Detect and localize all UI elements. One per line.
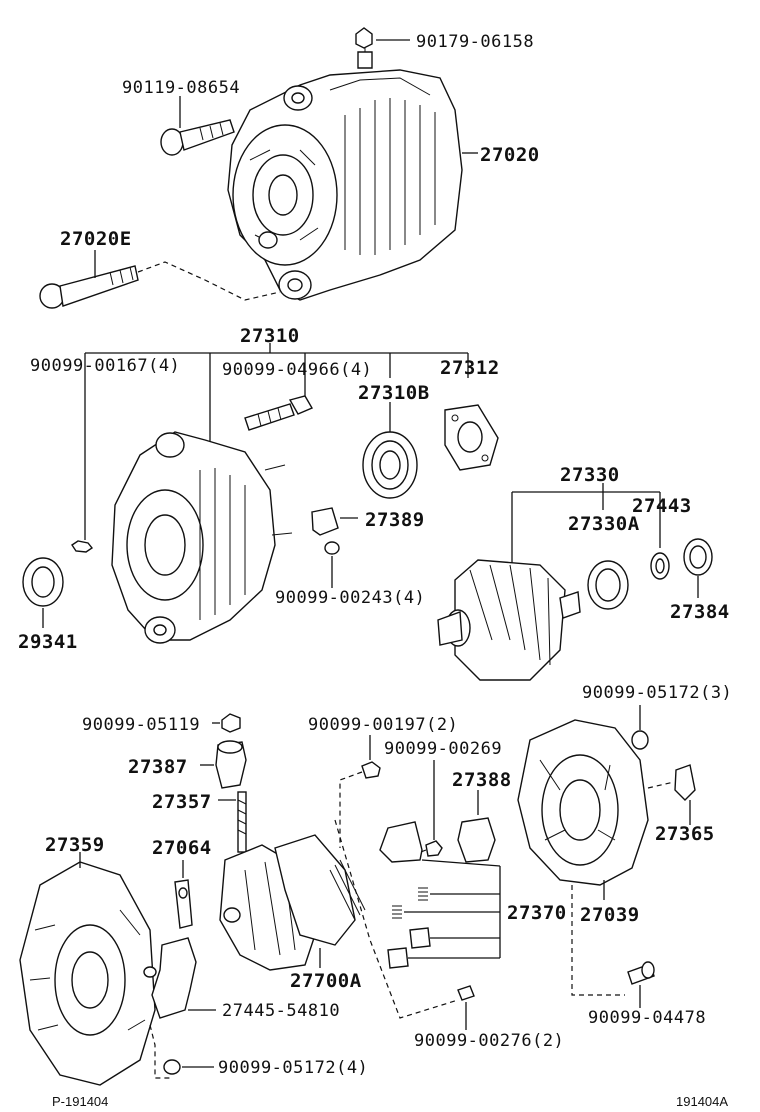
footer-right-reference: 191404A [676,1094,728,1109]
label-27020E: 27020E [60,228,132,250]
label-90099-00276: 90099-00276(2) [414,1031,564,1051]
label-27370: 27370 [507,902,567,924]
screw-90099-00243-drawing [324,541,340,588]
rotor-27330-drawing [437,559,581,681]
label-27039: 27039 [580,904,640,926]
label-27389: 27389 [365,509,425,531]
label-90099-05119: 90099-05119 [82,715,200,735]
ring-27443-drawing [650,552,670,580]
label-29341: 29341 [18,631,78,653]
screw-90099-04478-drawing [571,885,655,1008]
through-bolt-27020E-drawing [39,250,281,309]
label-27388: 27388 [452,769,512,791]
label-90119-08654: 90119-08654 [122,78,240,98]
label-90099-00167: 90099-00167(4) [30,356,180,376]
bearing-27330A-drawing [587,560,629,610]
rear-frame-27039-drawing [517,719,649,900]
plate-27312-drawing [444,404,499,471]
label-90099-05172-4: 90099-05172(4) [218,1058,368,1078]
stud-90099-04966-drawing [244,395,314,431]
label-27365: 27365 [655,823,715,845]
label-90099-00197: 90099-00197(2) [308,715,458,735]
drive-end-frame-drawing [111,431,293,644]
label-27443: 27443 [632,495,692,517]
nut-90099-05119-drawing [212,713,241,733]
cover-27389-drawing [311,507,358,536]
label-90099-05172-3: 90099-05172(3) [582,683,732,703]
label-90099-04966: 90099-04966(4) [222,360,372,380]
label-27330: 27330 [560,464,620,486]
bracket-27310 [84,343,469,540]
label-90179-06158: 90179-06158 [416,32,534,52]
screw-90099-00276-drawing [334,819,475,1030]
brush-set-27370-drawing [379,821,501,969]
screw-90099-05172-4-drawing [149,1024,214,1079]
brush-holder-drawing [274,834,366,968]
bracket-27330 [511,483,661,565]
seal-29341-drawing [22,557,64,628]
cover-27384-drawing [683,538,713,598]
label-27700A: 27700A [290,970,362,992]
label-27310B: 27310B [358,382,430,404]
label-27310: 27310 [240,325,300,347]
screw-90099-05172-3-drawing [631,705,649,750]
label-27445-54810: 27445-54810 [222,1001,340,1021]
screw-90099-00197-drawing [339,735,381,848]
label-27312: 27312 [440,357,500,379]
screw-90099-00269-drawing [409,760,443,857]
plate-27064-drawing [174,860,193,929]
cover-27365-drawing [647,764,696,825]
bolt-90119-08654-drawing [160,96,235,156]
alternator-assembly-drawing [227,40,463,301]
label-27359: 27359 [45,834,105,856]
label-27387: 27387 [128,756,188,778]
label-27330A: 27330A [568,513,640,535]
label-90099-00269: 90099-00269 [384,739,502,759]
bearing-27310B-drawing [362,402,418,499]
label-90099-04478: 90099-04478 [588,1008,706,1028]
label-27020: 27020 [480,144,540,166]
insulator-27387-drawing [200,740,247,789]
label-27384: 27384 [670,601,730,623]
terminal-bolt-27357-drawing [218,791,247,853]
screw-90099-00167-drawing [71,540,94,553]
footer-left-reference: P-191404 [52,1094,108,1109]
label-90099-00243: 90099-00243(4) [275,588,425,608]
nut-90179-06158-drawing [355,27,410,49]
cap-27388-drawing [457,790,496,863]
label-27064: 27064 [152,837,212,859]
bracket-27445-drawing [143,937,216,1019]
label-27357: 27357 [152,791,212,813]
rear-cover-27359-drawing [19,852,156,1086]
